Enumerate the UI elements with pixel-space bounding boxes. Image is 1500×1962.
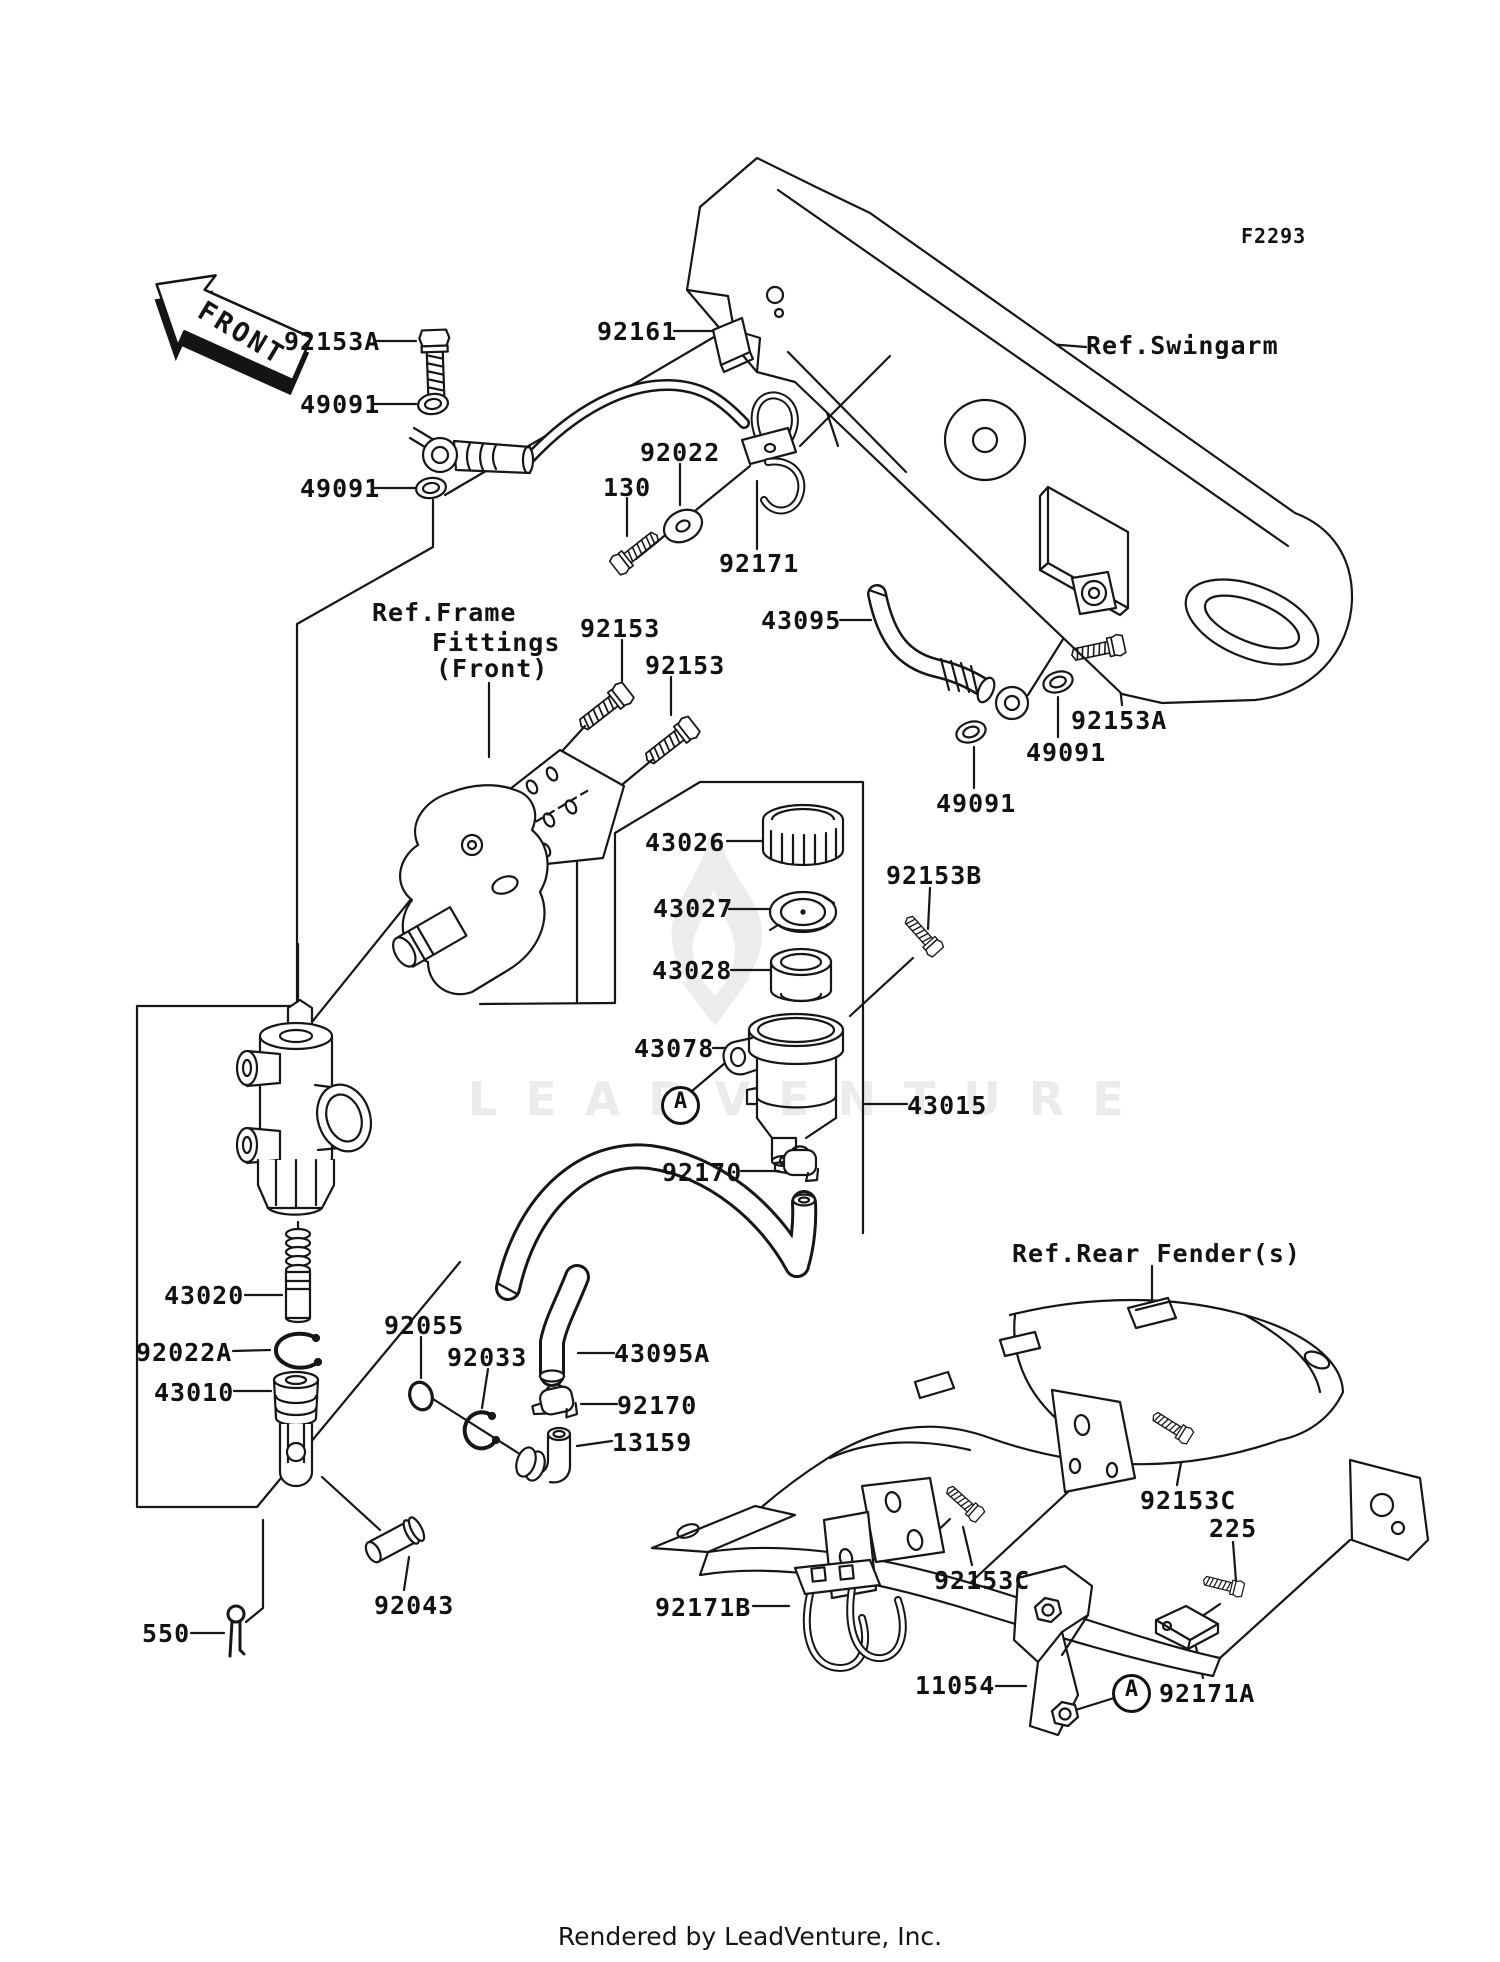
part-label-92043: 92043 bbox=[374, 1591, 455, 1620]
part-label-92153-1: 92153 bbox=[580, 614, 661, 643]
part-label-92153a-top: 92153A bbox=[284, 327, 381, 356]
part-label-43095: 43095 bbox=[761, 606, 842, 635]
bracket-11054-drawing bbox=[1012, 1564, 1094, 1737]
footer-credit: Rendered by LeadVenture, Inc. bbox=[557, 1922, 943, 1951]
damper-92161-drawing bbox=[711, 316, 755, 374]
part-label-550: 550 bbox=[142, 1619, 191, 1648]
reservoir-43078-drawing bbox=[722, 1012, 845, 1168]
part-label-92055: 92055 bbox=[384, 1311, 465, 1340]
part-label-11054: 11054 bbox=[915, 1671, 996, 1700]
part-label-43078: 43078 bbox=[634, 1034, 715, 1063]
leadventure-watermark-text: LEADVENTURE bbox=[468, 1072, 1152, 1126]
part-label-92153c-left: 92153C bbox=[934, 1566, 1031, 1595]
circlip-92022a-drawing bbox=[274, 1331, 323, 1370]
part-label-225: 225 bbox=[1209, 1514, 1258, 1543]
part-label-92170-top: 92170 bbox=[662, 1158, 743, 1187]
diagram-code: F2293 bbox=[1241, 224, 1307, 248]
banjo-fitting-drawing bbox=[408, 378, 750, 475]
part-label-92171b: 92171B bbox=[655, 1593, 752, 1622]
part-label-92170-bottom: 92170 bbox=[617, 1391, 698, 1420]
part-label-92022a: 92022A bbox=[136, 1338, 233, 1367]
hose-43095-drawing bbox=[867, 584, 1030, 721]
connector-13159-drawing bbox=[515, 1426, 572, 1484]
part-label-49091-4: 49091 bbox=[936, 789, 1017, 818]
part-label-43010: 43010 bbox=[154, 1378, 235, 1407]
swingarm-drawing bbox=[685, 156, 1354, 705]
part-label-92153a-right: 92153A bbox=[1071, 706, 1168, 735]
part-label-49091-1: 49091 bbox=[300, 390, 381, 419]
part-label-92153c-right: 92153C bbox=[1140, 1486, 1237, 1515]
part-label-43015: 43015 bbox=[907, 1091, 988, 1120]
part-label-130: 130 bbox=[603, 473, 652, 502]
ref-label-frame-2: Fittings bbox=[432, 628, 561, 657]
part-label-92022: 92022 bbox=[640, 438, 721, 467]
reservoir-cap-43026-drawing bbox=[761, 803, 845, 867]
circlip-92033-drawing bbox=[462, 1410, 501, 1451]
part-label-43027: 43027 bbox=[653, 894, 734, 923]
part-label-43020: 43020 bbox=[164, 1281, 245, 1310]
pin-92043-drawing bbox=[364, 1516, 426, 1564]
part-label-13159: 13159 bbox=[612, 1428, 693, 1457]
part-label-92161: 92161 bbox=[597, 317, 678, 346]
part-label-49091-3: 49091 bbox=[1026, 738, 1107, 767]
ref-label-rear-fender: Ref.Rear Fender(s) bbox=[1012, 1239, 1301, 1268]
detail-marker-a-2: A bbox=[1112, 1674, 1151, 1713]
ref-label-swingarm: Ref.Swingarm bbox=[1086, 331, 1279, 360]
part-label-92153b: 92153B bbox=[886, 861, 983, 890]
master-cylinder-drawing bbox=[235, 998, 372, 1216]
part-label-43095a: 43095A bbox=[614, 1339, 711, 1368]
detail-marker-a-1: A bbox=[661, 1086, 700, 1125]
piston-43020-drawing bbox=[284, 1220, 312, 1324]
cotter-pin-550-drawing bbox=[226, 1604, 246, 1658]
hose-43095a-drawing bbox=[495, 1143, 818, 1387]
washer-92022-drawing bbox=[662, 508, 704, 544]
part-label-92171a: 92171A bbox=[1159, 1679, 1256, 1708]
clamp-92171-drawing bbox=[740, 391, 806, 515]
part-label-92171: 92171 bbox=[719, 549, 800, 578]
oring-92055-drawing bbox=[408, 1380, 434, 1412]
part-label-49091-2: 49091 bbox=[300, 474, 381, 503]
clamp-92171a-drawing bbox=[1154, 1604, 1220, 1651]
frame-fitting-bracket-drawing bbox=[392, 748, 626, 996]
rod-43010-drawing bbox=[272, 1370, 320, 1488]
part-label-43028: 43028 bbox=[652, 956, 733, 985]
rear-fender-drawing bbox=[650, 1296, 1430, 1678]
clamp-92171b-drawing bbox=[793, 1558, 907, 1672]
part-label-92033: 92033 bbox=[447, 1343, 528, 1372]
diaphragm-cup-43028-drawing bbox=[769, 947, 833, 1003]
diaphragm-plate-43027-drawing bbox=[768, 890, 838, 934]
part-label-43026: 43026 bbox=[645, 828, 726, 857]
part-label-92153-2: 92153 bbox=[645, 651, 726, 680]
ref-label-frame-3: (Front) bbox=[436, 654, 549, 683]
ref-label-frame-1: Ref.Frame bbox=[372, 598, 517, 627]
